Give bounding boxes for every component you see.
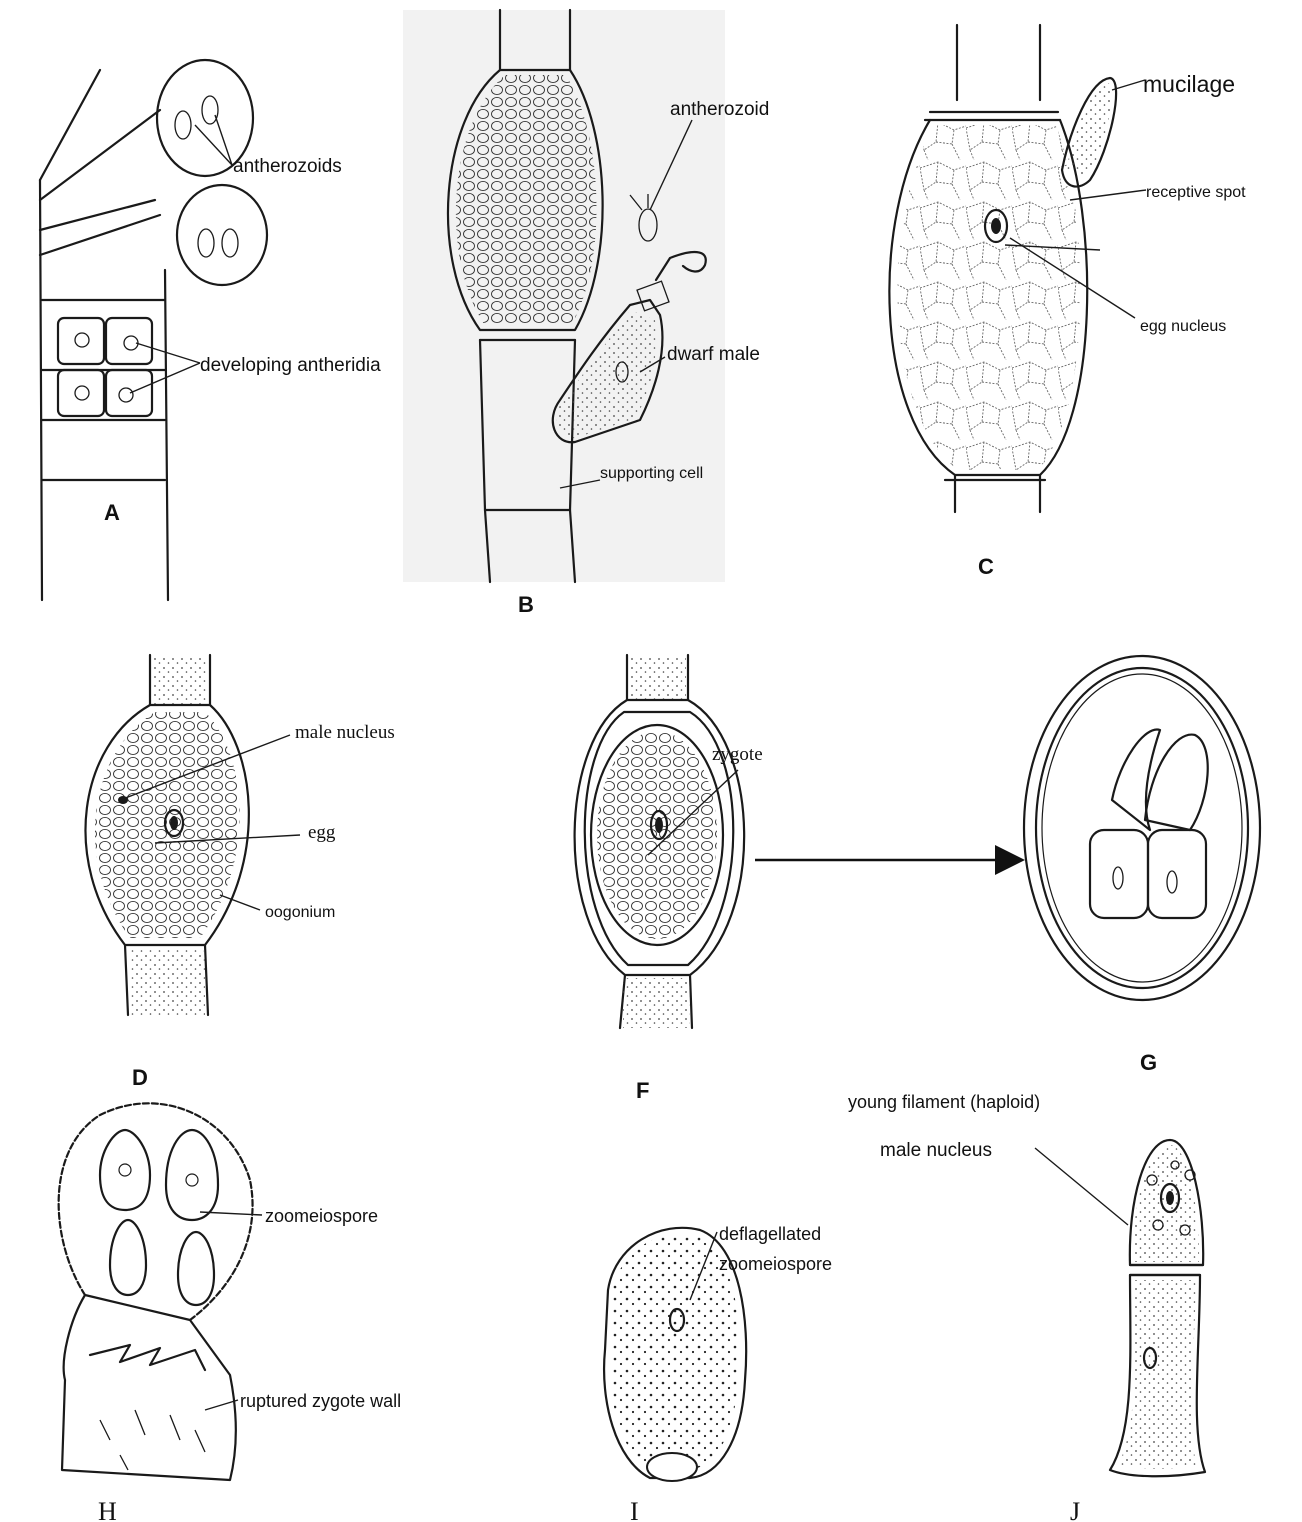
panel-i: deflagellated zoomeiospore I xyxy=(604,1224,832,1522)
panel-f: zygote F xyxy=(575,655,763,1103)
label-male-nucleus-d: male nucleus xyxy=(295,722,395,743)
label-egg: egg xyxy=(308,822,336,843)
panel-a: antherozoids developing antheridia A xyxy=(40,60,381,600)
panel-h: zoomeiospore ruptured zygote wall H xyxy=(59,1103,401,1522)
label-developing-antheridia: developing antheridia xyxy=(200,355,381,376)
label-antherozoid: antherozoid xyxy=(670,99,769,120)
label-deflagellated: deflagellated xyxy=(719,1224,821,1244)
panel-letter-h: H xyxy=(98,1497,117,1522)
label-supporting-cell: supporting cell xyxy=(600,465,703,482)
label-oogonium: oogonium xyxy=(265,904,335,921)
label-male-nucleus-j: male nucleus xyxy=(880,1140,992,1161)
panel-b: antherozoid dwarf male supporting cell B xyxy=(403,10,769,617)
panel-letter-d: D xyxy=(132,1065,148,1090)
panel-letter-g: G xyxy=(1140,1050,1157,1075)
label-deflagellated-zoomeiospore: zoomeiospore xyxy=(719,1254,832,1274)
panel-letter-i: I xyxy=(630,1497,639,1522)
label-receptive-spot: receptive spot xyxy=(1146,184,1246,201)
label-young-filament: young filament (haploid) xyxy=(848,1092,1040,1112)
label-zygote: zygote xyxy=(712,744,763,765)
panel-letter-c: C xyxy=(978,554,994,579)
panel-g: G xyxy=(1024,656,1260,1075)
panel-letter-b: B xyxy=(518,592,534,617)
panel-letter-f: F xyxy=(636,1078,649,1103)
panel-d: male nucleus egg oogonium D xyxy=(85,655,394,1090)
label-zoomeiospore: zoomeiospore xyxy=(265,1206,378,1226)
label-egg-nucleus: egg nucleus xyxy=(1140,318,1226,335)
panel-letter-a: A xyxy=(104,500,120,525)
label-mucilage: mucilage xyxy=(1143,71,1235,97)
panel-c: mucilage receptive spot egg nucleus C xyxy=(889,25,1246,579)
panel-letter-j: J xyxy=(1070,1497,1080,1522)
label-dwarf-male: dwarf male xyxy=(667,344,760,365)
label-ruptured-zygote-wall: ruptured zygote wall xyxy=(240,1391,401,1411)
label-antherozoids: antherozoids xyxy=(233,156,342,177)
panel-j: young filament (haploid) male nucleus J xyxy=(848,1092,1205,1522)
